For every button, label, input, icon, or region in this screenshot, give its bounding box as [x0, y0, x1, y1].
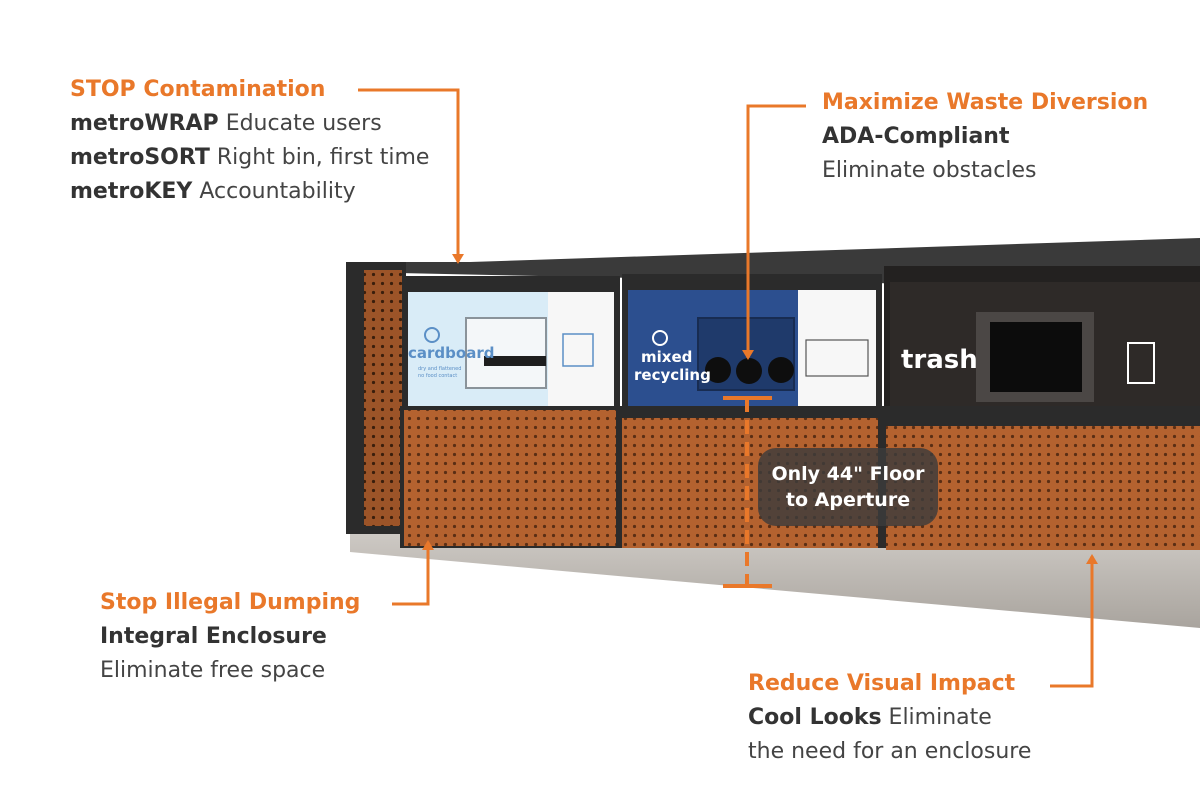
- leader-dumping: [392, 542, 430, 606]
- aperture-height-badge: Only 44" Floor to Aperture: [758, 448, 938, 526]
- aperture-hole-1: [705, 357, 731, 383]
- visual-line-2: the need for an enclosure: [748, 739, 1032, 764]
- leader-visual: [1050, 556, 1094, 688]
- trash-can-icon: [1127, 342, 1155, 384]
- mixed-label-2: recycling: [634, 366, 711, 384]
- badge-line-1: Only 44" Floor: [771, 463, 925, 485]
- dumping-text: Eliminate free space: [100, 658, 326, 683]
- mixed-side: [798, 290, 876, 422]
- cardboard-sub-2: no food contact: [418, 373, 457, 379]
- stop-contamination-line-1: metroWRAP Educate users: [70, 111, 382, 136]
- panel-cardboard: [404, 410, 616, 546]
- box-icon: [562, 333, 594, 367]
- cardboard-label: cardboard: [408, 344, 494, 362]
- panel-trash: [886, 426, 1200, 550]
- stop-contamination-title: STOP Contamination: [70, 77, 326, 102]
- visual-line-1: Cool Looks Eliminate: [748, 705, 992, 730]
- callout-maximize-diversion: Maximize Waste Diversion ADA-Compliant E…: [822, 86, 1148, 188]
- concrete-base: [350, 528, 1200, 628]
- trash-label: trash: [901, 345, 978, 375]
- arrow-stop-contamination: [452, 254, 464, 264]
- arrow-dumping: [422, 540, 434, 550]
- mixed-label-1: mixed: [641, 348, 692, 366]
- visual-title: Reduce Visual Impact: [748, 671, 1016, 696]
- aperture-hole-2: [736, 358, 762, 384]
- callout-stop-dumping: Stop Illegal Dumping Integral Enclosure …: [100, 586, 360, 688]
- cardboard-side: [548, 292, 614, 410]
- stop-contamination-line-2: metroSORT Right bin, first time: [70, 145, 430, 170]
- cardboard-slot-frame: [465, 317, 547, 389]
- leader-stop-contamination: [358, 88, 460, 262]
- maximize-text: Eliminate obstacles: [822, 158, 1037, 183]
- callout-stop-contamination: STOP Contamination metroWRAP Educate use…: [70, 73, 429, 209]
- cardboard-slot: [484, 356, 546, 366]
- aperture-hole-3: [768, 357, 794, 383]
- recycle-icon-cardboard: [424, 327, 440, 343]
- maximize-subtitle: ADA-Compliant: [822, 124, 1010, 149]
- recycle-icon-mixed: [652, 330, 668, 346]
- stop-contamination-line-3: metroKEY Accountability: [70, 179, 356, 204]
- arrow-maximize: [742, 350, 754, 360]
- dumping-subtitle: Integral Enclosure: [100, 624, 327, 649]
- left-side-perforated: [364, 270, 402, 526]
- trash-aperture: [990, 322, 1082, 392]
- badge-line-2: to Aperture: [785, 489, 911, 511]
- bottles-icon: [805, 339, 869, 377]
- cardboard-sub-1: dry and flattened: [418, 366, 461, 372]
- dumping-title: Stop Illegal Dumping: [100, 590, 361, 615]
- leader-maximize: [746, 104, 806, 358]
- maximize-title: Maximize Waste Diversion: [822, 90, 1149, 115]
- callout-reduce-visual: Reduce Visual Impact Cool Looks Eliminat…: [748, 667, 1031, 769]
- arrow-visual: [1086, 554, 1098, 564]
